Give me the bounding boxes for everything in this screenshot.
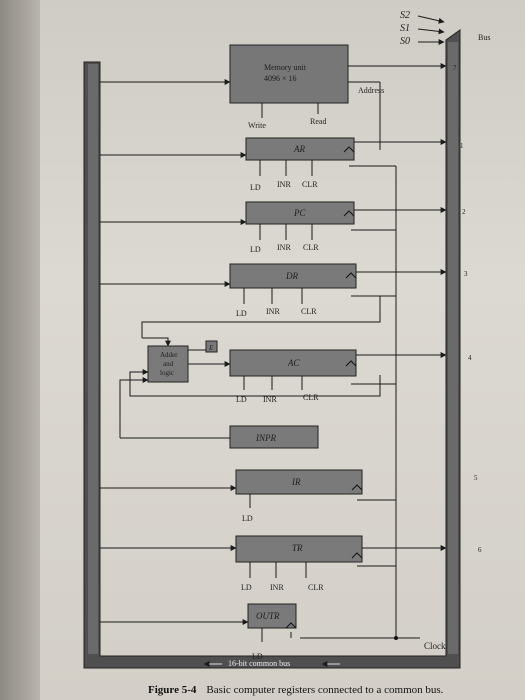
ac-ld-label: LD	[236, 395, 247, 404]
select-s2-label: S2	[400, 10, 410, 21]
write-label: Write	[248, 121, 266, 130]
pc-inr-label: INR	[277, 243, 291, 252]
select-s1-label: S1	[400, 23, 410, 34]
register-inpr-label: INPR	[255, 433, 276, 443]
adder-line2: and	[163, 360, 174, 368]
bus-input-3: 3	[464, 270, 468, 278]
register-pc-label: PC	[293, 208, 306, 218]
dr-inr-label: INR	[266, 307, 280, 316]
dr-clr-label: CLR	[301, 307, 317, 316]
ac-inr-label: INR	[263, 395, 277, 404]
register-dr	[229, 263, 357, 289]
bus-width-label: 16-bit common bus	[228, 659, 290, 668]
page-gutter-shadow	[0, 0, 40, 700]
register-dr-label: DR	[285, 271, 298, 281]
adder-line1: Adder	[160, 351, 178, 359]
bus-input-1: 1	[460, 142, 464, 150]
ar-inr-label: INR	[277, 180, 291, 189]
register-ac-label: AC	[287, 358, 300, 368]
bus-label: Bus	[478, 33, 490, 42]
memory-unit	[229, 44, 349, 104]
ac-clr-label: CLR	[303, 393, 319, 402]
e-label: E	[208, 344, 214, 352]
dr-ld-label: LD	[236, 309, 247, 318]
pc-clr-label: CLR	[303, 243, 319, 252]
figure-caption-text: Basic computer registers connected to a …	[206, 684, 444, 696]
figure-number: Figure 5-4	[148, 684, 197, 696]
select-s0-label: S0	[400, 36, 410, 47]
address-label: Address	[358, 86, 384, 95]
bus-input-5: 5	[474, 474, 478, 482]
register-ar-label: AR	[293, 144, 305, 154]
select-lines	[417, 15, 445, 45]
tr-clr-label: CLR	[308, 583, 324, 592]
outr-ld-label: LD	[252, 652, 263, 661]
tr-ld-label: LD	[241, 583, 252, 592]
register-tr-label: TR	[292, 543, 303, 553]
read-label: Read	[310, 117, 326, 126]
bus-input-2: 2	[462, 208, 466, 216]
e-flipflop	[205, 340, 218, 353]
bus-input-7: 7	[453, 64, 457, 72]
memory-unit-title: Memory unit	[264, 63, 307, 72]
register-outr-label: OUTR	[256, 611, 280, 621]
figure-caption: Figure 5-4 Basic computer registers conne…	[148, 684, 443, 696]
register-ir	[235, 469, 363, 495]
register-ac	[229, 349, 357, 377]
register-ar	[245, 137, 355, 161]
adder-line3: logic	[160, 369, 174, 377]
memory-unit-size: 4096 × 16	[264, 74, 297, 83]
bus-input-6: 6	[478, 546, 482, 554]
register-pc	[245, 201, 355, 225]
register-ir-label: IR	[291, 477, 301, 487]
common-bus	[83, 29, 461, 669]
tr-inr-label: INR	[270, 583, 284, 592]
clock-line	[290, 165, 420, 639]
register-tr	[235, 535, 363, 563]
common-bus-inner-right	[448, 42, 458, 654]
adder-and-logic	[147, 345, 189, 383]
register-outr	[247, 603, 297, 629]
ar-clr-label: CLR	[302, 180, 318, 189]
register-inpr	[229, 425, 319, 449]
ir-ld-label: LD	[242, 514, 253, 523]
common-bus-inner-left	[88, 64, 98, 654]
pc-ld-label: LD	[250, 245, 261, 254]
ar-ld-label: LD	[250, 183, 261, 192]
bus-input-4: 4	[468, 354, 472, 362]
clock-label: Clock	[424, 641, 446, 651]
